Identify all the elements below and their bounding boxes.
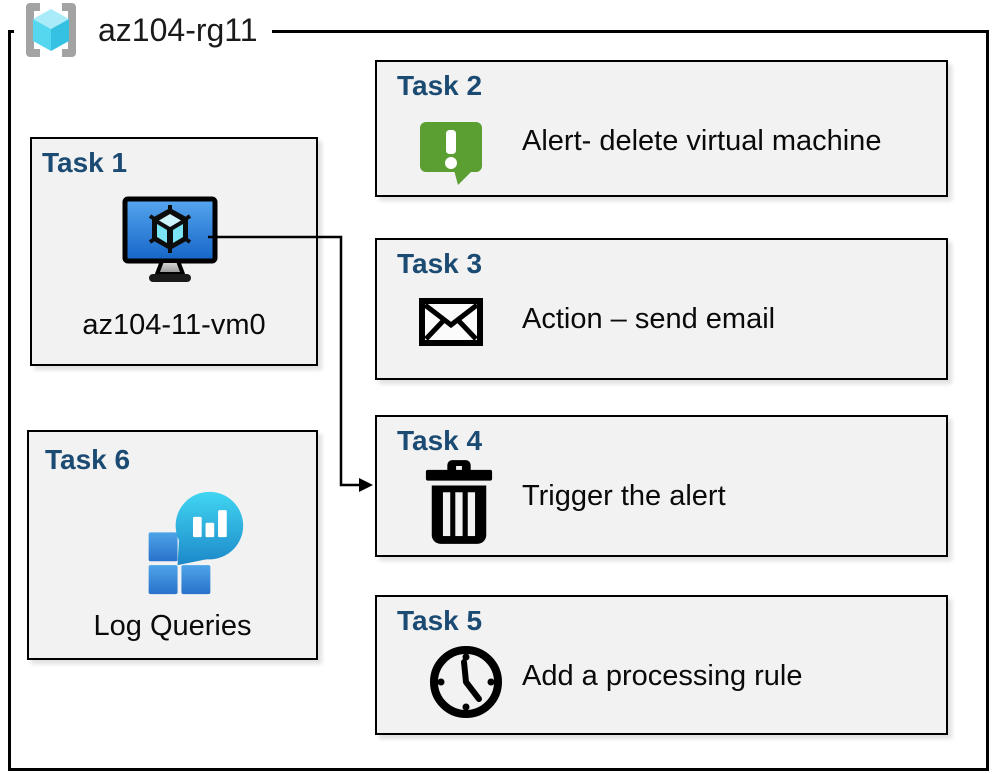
task-3-label: Action – send email [522, 303, 776, 335]
alert-message-icon [420, 122, 482, 185]
task-box-4: Task 4 Trigger the alert [375, 415, 948, 557]
virtual-machine-icon [122, 196, 218, 282]
resource-group-icon [26, 3, 76, 57]
task-4-label: Trigger the alert [522, 480, 726, 512]
task-6-label: Log Queries [93, 610, 252, 642]
email-envelope-icon [419, 298, 483, 346]
task-6-title: Task 6 [45, 444, 131, 475]
resource-group-legend: az104-rg11 [14, 0, 272, 60]
trash-delete-icon [425, 460, 493, 544]
task-2-title: Task 2 [397, 70, 483, 101]
task-box-3: Task 3 Action – send email [375, 238, 948, 380]
task-5-title: Task 5 [397, 605, 483, 636]
log-analytics-icon [148, 491, 244, 595]
task-box-2: Task 2 Alert- delete virtual machine [375, 60, 948, 197]
resource-group-name: az104-rg11 [98, 11, 258, 48]
task-3-title: Task 3 [397, 248, 483, 279]
task-5-label: Add a processing rule [522, 660, 803, 692]
task-1-title: Task 1 [42, 147, 128, 178]
task-box-1: Task 1 az104-11-vm0 [30, 137, 318, 366]
task-box-6: Task 6 Log Queries [27, 430, 318, 660]
clock-icon [430, 646, 502, 718]
task-4-title: Task 4 [397, 425, 483, 456]
task-1-label: az104-11-vm0 [82, 309, 266, 341]
task-2-label: Alert- delete virtual machine [522, 125, 882, 157]
task-box-5: Task 5 Add a processing rule [375, 595, 948, 735]
